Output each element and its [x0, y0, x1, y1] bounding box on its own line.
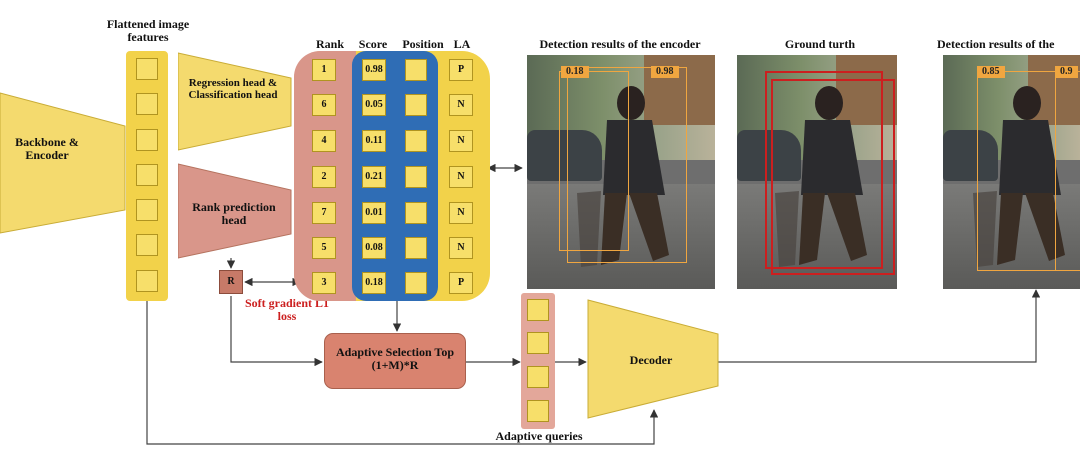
- position-cell: [405, 202, 427, 224]
- ground-truth-image: [737, 55, 897, 289]
- ground-truth-box: [765, 71, 883, 269]
- feature-cell: [136, 93, 158, 115]
- adaptive-queries-label: Adaptive queries: [495, 429, 583, 443]
- detection-box: [1055, 71, 1080, 271]
- adaptive-selection-label: Adaptive Selection Top (1+M)*R: [335, 345, 455, 373]
- decoder-label: Decoder: [629, 353, 673, 367]
- feature-cell: [136, 234, 158, 256]
- flattened-features-label: Flattened image features: [106, 17, 190, 45]
- la-cell: P: [449, 272, 473, 294]
- r-box: R: [219, 270, 243, 294]
- backbone-label: Backbone & Encoder: [15, 135, 79, 163]
- encoder-score-label: 0.18: [561, 66, 589, 78]
- decoder-to-panel-arrow: [718, 289, 1041, 363]
- query-cell: [527, 299, 549, 321]
- detection-box: [567, 67, 687, 263]
- rank-cell: 7: [312, 202, 336, 224]
- features-to-decoder-arrow: [146, 300, 659, 445]
- position-cell: [405, 130, 427, 152]
- detection-box: [977, 71, 1080, 271]
- score-cell: 0.05: [362, 94, 386, 116]
- decoder-score-label: 0.9: [1055, 66, 1078, 78]
- rank-prediction-head-block: [178, 163, 292, 259]
- rank-cell: 5: [312, 237, 336, 259]
- feature-cell: [136, 58, 158, 80]
- encoder-score-label: 0.98: [651, 66, 679, 78]
- la-cell: N: [449, 130, 473, 152]
- score-cell: 0.08: [362, 237, 386, 259]
- query-cell: [527, 366, 549, 388]
- feature-cell: [136, 129, 158, 151]
- col-header-la: LA: [453, 37, 471, 51]
- score-cell: 0.21: [362, 166, 386, 188]
- backbone-encoder-block: [0, 92, 126, 234]
- query-cell: [527, 400, 549, 422]
- position-cell: [405, 166, 427, 188]
- rank-cell: 6: [312, 94, 336, 116]
- la-cell: N: [449, 237, 473, 259]
- r-to-selection-arrow: [230, 296, 323, 367]
- score-cell: 0.98: [362, 59, 386, 81]
- score-cell: 0.11: [362, 130, 386, 152]
- feature-cell: [136, 199, 158, 221]
- position-cell: [405, 272, 427, 294]
- position-cell: [405, 59, 427, 81]
- pedestrian-figure: [775, 86, 867, 267]
- col-header-score: Score: [358, 37, 388, 51]
- la-cell: P: [449, 59, 473, 81]
- feature-cell: [136, 270, 158, 292]
- feature-cell: [136, 164, 158, 186]
- la-cell: N: [449, 166, 473, 188]
- adaptive-selection-box: [324, 333, 466, 389]
- la-cell: N: [449, 202, 473, 224]
- rank-cell: 1: [312, 59, 336, 81]
- query-cell: [527, 332, 549, 354]
- pedestrian-figure: [577, 86, 669, 267]
- decoder-results-title: Detection results of the: [937, 37, 1055, 51]
- rank-cell: 2: [312, 166, 336, 188]
- rank-cell: 3: [312, 272, 336, 294]
- regression-head-label: Regression head & Classification head: [188, 77, 278, 102]
- regression-head-block: [178, 52, 292, 151]
- decoder-block: [587, 299, 719, 419]
- score-cell: 0.18: [362, 272, 386, 294]
- rank-head-label: Rank prediction head: [192, 200, 276, 228]
- rank-cell: 4: [312, 130, 336, 152]
- encoder-results-image: 0.18 0.98: [527, 55, 715, 289]
- soft-gradient-loss-label: Soft gradient L1 loss: [245, 296, 329, 324]
- decoder-results-image: 0.85 0.9: [943, 55, 1080, 289]
- encoder-results-title: Detection results of the encoder: [539, 37, 701, 51]
- score-cell: 0.01: [362, 202, 386, 224]
- ground-truth-title: Ground turth: [784, 37, 856, 51]
- col-header-rank: Rank: [315, 37, 344, 51]
- ground-truth-box: [771, 79, 895, 275]
- decoder-score-label: 0.85: [977, 66, 1005, 78]
- la-cell: N: [449, 94, 473, 116]
- detection-box: [559, 71, 629, 251]
- col-header-position: Position: [402, 37, 444, 51]
- position-cell: [405, 237, 427, 259]
- position-cell: [405, 94, 427, 116]
